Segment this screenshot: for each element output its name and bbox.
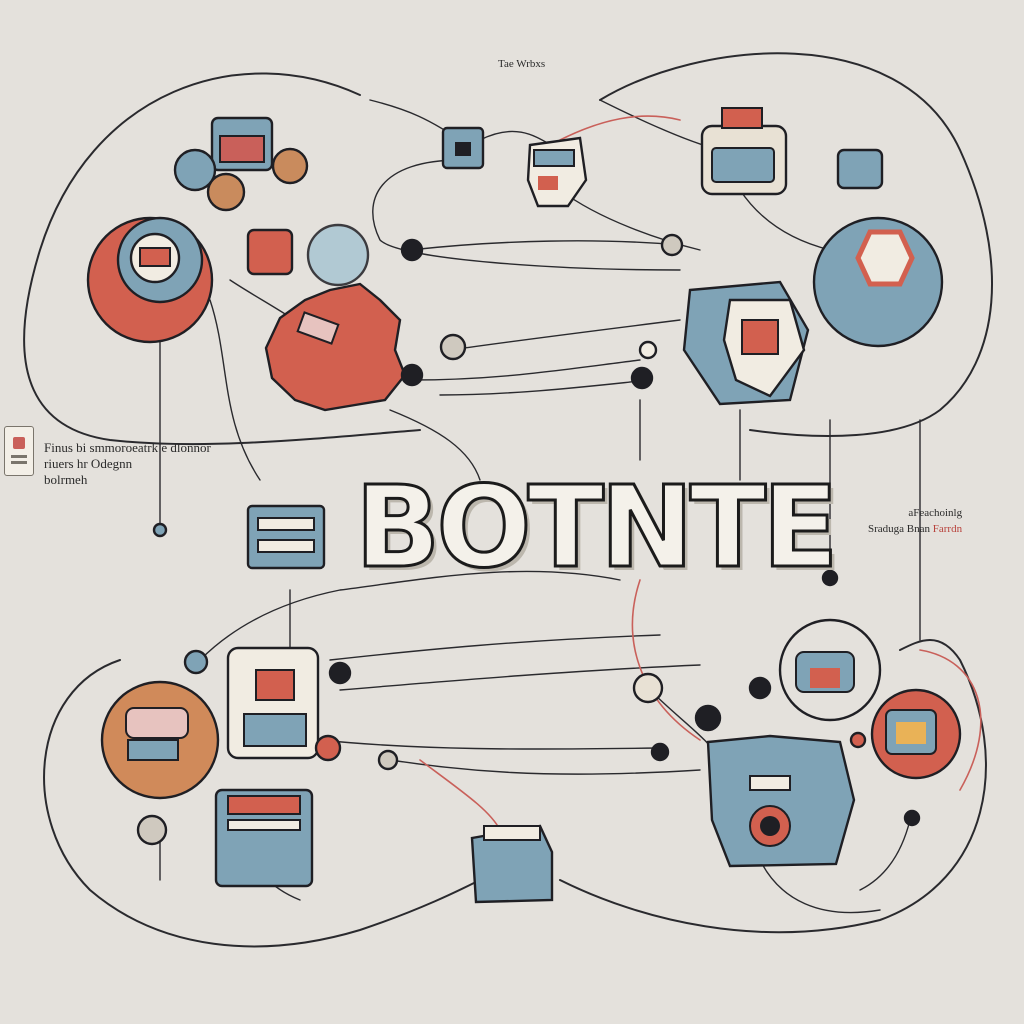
tv-icon [870, 688, 962, 780]
plug-icon [328, 661, 352, 685]
server-icon [682, 280, 810, 406]
wire-red-4 [559, 115, 681, 141]
plug-icon [400, 238, 424, 262]
plug-icon [660, 233, 684, 257]
robot-head-icon [100, 680, 220, 800]
plug-icon [849, 731, 867, 749]
wire-mid-2 [409, 359, 641, 381]
sensor-icon [271, 147, 309, 185]
left-note-line-1: Finus bi smmoroeatrk e dlonnor [44, 440, 211, 455]
wire-red-1 [631, 579, 701, 741]
radio-icon [226, 646, 320, 760]
sensor-icon [173, 148, 217, 192]
server-icon [470, 824, 554, 904]
camera-icon [836, 148, 884, 190]
wire-bot-4 [339, 664, 701, 691]
plug-icon [400, 363, 424, 387]
plug-icon [638, 340, 658, 360]
wire-top-4 [372, 159, 681, 271]
wire-top-5 [409, 240, 681, 251]
server-icon [246, 504, 326, 570]
plug-icon [821, 569, 839, 587]
wire-bot-10 [759, 859, 881, 914]
robot-head-icon [86, 216, 214, 344]
plug-icon [632, 672, 664, 704]
radio-icon [700, 107, 788, 196]
right-note-line-2: Sraduga Bnan [868, 523, 933, 535]
plug-icon [183, 649, 209, 675]
left-note-line-3: bolrmeh [44, 472, 88, 487]
wire-top-7 [739, 189, 831, 251]
gear-icon [264, 282, 407, 412]
wire-bot-11 [859, 819, 911, 891]
wire-mid-5 [209, 299, 261, 481]
server-icon [706, 734, 856, 868]
outer-wire-right [599, 52, 993, 437]
plug-icon [246, 228, 294, 276]
plug-icon [630, 366, 654, 390]
wire-mid-11 [389, 409, 481, 481]
wire-red-2 [419, 759, 501, 831]
plug-icon [650, 742, 670, 762]
wire-bot-6 [389, 759, 701, 775]
plug-icon [152, 522, 168, 538]
wire-bot-3 [329, 634, 661, 661]
left-note: Finus bi smmoroeatrk e dlonnor riuers hr… [44, 440, 211, 488]
robot-head-icon [812, 216, 944, 348]
plug-icon [694, 704, 722, 732]
wire-bot-2 [199, 570, 621, 661]
gear-icon [306, 223, 370, 287]
right-note-line-2-accent: Farrdn [932, 523, 963, 535]
right-note: aFeachoinlg Sraduga Bnan Farrdn [868, 505, 962, 537]
plug-icon [903, 809, 921, 827]
plug-icon [439, 333, 467, 361]
right-note-line-1: aFeachoinlg [908, 507, 963, 519]
tv-icon [210, 116, 274, 172]
diagram-title: BOTNTE [354, 463, 841, 593]
wire-mid-1 [449, 319, 681, 351]
server-icon [214, 788, 314, 888]
camera-icon [778, 618, 882, 722]
outer-wire-bottom-right [559, 639, 987, 934]
sensor-icon [206, 172, 246, 212]
plug-icon [748, 676, 772, 700]
wire-red-3 [919, 649, 982, 791]
wire-top-6 [559, 189, 701, 251]
wire-mid-3 [439, 379, 651, 396]
camera-icon [526, 136, 588, 208]
left-note-line-2: riuers hr Odegnn [44, 456, 133, 471]
top-label: Tae Wrbxs [498, 58, 546, 70]
wire-bot-5 [319, 739, 661, 750]
outer-wire-left [23, 72, 421, 446]
plug-icon [314, 734, 342, 762]
plug-icon [136, 814, 168, 846]
outer-wire-bottom-left [43, 659, 481, 948]
plug-icon [377, 749, 399, 771]
document-icon [4, 426, 34, 476]
